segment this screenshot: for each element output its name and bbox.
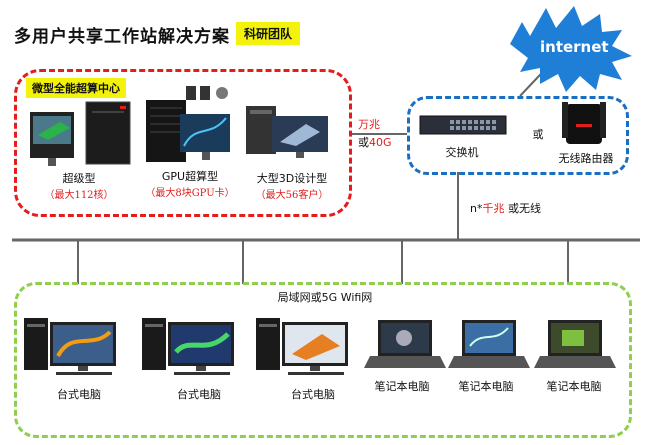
laptop-device-icon — [448, 320, 530, 368]
desktop-device-icon — [142, 318, 234, 375]
lan-box — [14, 282, 632, 438]
router-label: 无线路由器 — [558, 152, 614, 165]
server-name: 大型3D设计型 — [256, 172, 328, 185]
uplink-joiner: 或 — [358, 136, 369, 149]
client-label: 笔记本电脑 — [374, 380, 430, 393]
server-name: 超级型 — [62, 172, 96, 185]
server-spec: （最大56客户） — [255, 190, 329, 201]
page-title: 多用户共享工作站解决方案 — [14, 27, 230, 47]
desktop-device-icon — [256, 318, 348, 375]
server-spec: （最大8块GPU卡） — [145, 188, 235, 199]
server-group-title: 微型全能超算中心 — [26, 78, 126, 98]
server-group-box — [14, 69, 352, 217]
client-label: 笔记本电脑 — [458, 380, 514, 393]
gpu-server-device-icon — [146, 86, 230, 162]
client-label: 笔记本电脑 — [546, 380, 602, 393]
client-label: 台式电脑 — [291, 388, 335, 401]
uplink-speed-a-text: 万兆 — [358, 118, 380, 131]
downlink-speed: 千兆 — [482, 202, 505, 215]
desktop-device-icon — [24, 318, 116, 375]
server-spec: （最大112核） — [44, 190, 114, 201]
uplink-speed-a: 万兆 — [358, 116, 380, 132]
team-badge: 科研团队 — [236, 22, 301, 45]
uplink-speed-b: 或40G — [358, 134, 392, 150]
downlink-prefix: n* — [470, 202, 483, 215]
router-device-icon — [562, 102, 606, 144]
super-server-device-icon — [30, 101, 131, 166]
internet-label: internet — [540, 38, 609, 56]
downlink-label: n*千兆 或无线 — [470, 200, 541, 216]
laptop-device-icon — [364, 320, 446, 368]
uplink-speed-b-text: 40G — [369, 136, 392, 149]
client-label: 台式电脑 — [57, 388, 101, 401]
downlink-suffix: 或无线 — [504, 202, 541, 215]
client-label: 台式电脑 — [177, 388, 221, 401]
laptop-device-icon — [534, 320, 616, 368]
switch-device-icon — [419, 115, 507, 135]
network-box — [407, 96, 629, 175]
switch-label: 交换机 — [445, 146, 479, 159]
server-name: GPU超算型 — [161, 170, 219, 183]
lan-title: 局域网或5G Wifi网 — [277, 291, 373, 304]
internet-cloud-icon — [510, 6, 632, 92]
or-label: 或 — [532, 128, 544, 141]
design-server-device-icon — [246, 106, 328, 158]
